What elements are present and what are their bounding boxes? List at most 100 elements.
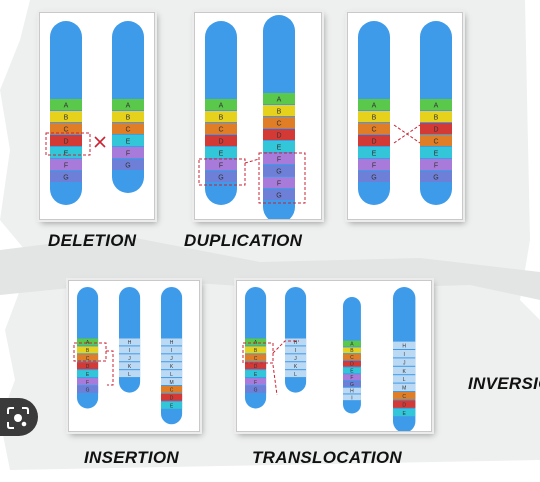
band-b <box>263 105 295 116</box>
band-c <box>263 117 295 128</box>
band-e <box>77 370 99 378</box>
lens-search-button[interactable] <box>0 398 38 436</box>
band-label: F <box>219 163 223 170</box>
duplication-link-icon <box>244 158 260 164</box>
band-j <box>161 354 183 362</box>
band-label: G <box>254 388 258 394</box>
band-g <box>77 386 99 393</box>
band-b <box>420 111 452 122</box>
lens-search-icon <box>7 407 29 429</box>
band-d <box>358 135 390 146</box>
band-c <box>393 392 416 400</box>
band-label: C <box>402 394 406 400</box>
band-label: H <box>128 340 132 346</box>
band-label: A <box>350 342 354 348</box>
band-l <box>161 370 183 378</box>
band-label: A <box>277 97 282 104</box>
band-f <box>420 159 452 170</box>
deleted-segment-box <box>45 132 91 156</box>
band-label: C <box>218 127 223 134</box>
band-c <box>358 123 390 134</box>
band-e <box>393 408 416 417</box>
band-k <box>285 362 307 370</box>
band-label: D <box>218 139 223 146</box>
band-label: E <box>372 151 377 158</box>
band-i <box>285 346 307 354</box>
band-f <box>50 159 82 170</box>
band-label: I <box>129 348 130 354</box>
band-g <box>358 171 390 182</box>
band-label: A <box>434 103 439 110</box>
band-f <box>245 378 267 385</box>
band-i <box>161 346 183 354</box>
band-a <box>205 99 237 110</box>
band-d <box>205 135 237 146</box>
duplicated-segment-box-copy <box>258 152 306 204</box>
band-label: E <box>126 139 131 146</box>
inserted-segment-box <box>73 342 107 362</box>
band-e <box>161 401 183 409</box>
band-label: K <box>294 364 298 370</box>
band-a <box>77 338 99 346</box>
band-label: D <box>254 364 258 370</box>
band-j <box>285 354 307 362</box>
caption-inversion: INVERSION <box>468 374 540 393</box>
band-g <box>420 171 452 182</box>
band-l <box>393 375 416 383</box>
caption-duplication: DUPLICATION <box>184 231 303 250</box>
band-label: I <box>171 348 172 354</box>
band-label: E <box>277 145 282 152</box>
band-label: B <box>64 115 69 122</box>
band-label: B <box>254 348 258 354</box>
band-label: E <box>219 151 224 158</box>
band-d <box>77 362 99 370</box>
band-e <box>112 135 144 146</box>
band-h <box>285 338 307 346</box>
band-label: B <box>277 109 282 116</box>
band-b <box>77 346 99 354</box>
band-e <box>50 147 82 158</box>
band-i <box>343 394 361 401</box>
band-label: M <box>169 380 173 386</box>
band-c <box>343 354 361 360</box>
band-c <box>50 123 82 134</box>
band-f <box>263 153 295 164</box>
band-label: F <box>350 375 353 381</box>
band-h <box>343 387 361 394</box>
band-f <box>77 378 99 385</box>
band-label: G <box>433 175 438 182</box>
band-label: C <box>433 139 438 146</box>
band-b <box>205 111 237 122</box>
band-h <box>119 338 141 346</box>
band-g <box>245 386 267 393</box>
caption-insertion: INSERTION <box>84 448 179 467</box>
band-e <box>245 370 267 378</box>
band-b <box>358 111 390 122</box>
band-d <box>263 129 295 140</box>
band-c <box>112 123 144 134</box>
band-h <box>393 341 416 349</box>
band-f <box>112 147 144 158</box>
band-g <box>205 171 237 182</box>
band-k <box>393 366 416 375</box>
caption-translocation: TRANSLOCATION <box>252 448 402 467</box>
band-label: F <box>126 151 130 158</box>
band-e <box>343 367 361 374</box>
band-f <box>358 159 390 170</box>
band-b <box>50 111 82 122</box>
band-label: G <box>350 382 354 388</box>
band-label: D <box>402 402 406 408</box>
band-label: C <box>350 355 354 361</box>
band-label: J <box>128 356 131 362</box>
band-a <box>263 93 295 104</box>
